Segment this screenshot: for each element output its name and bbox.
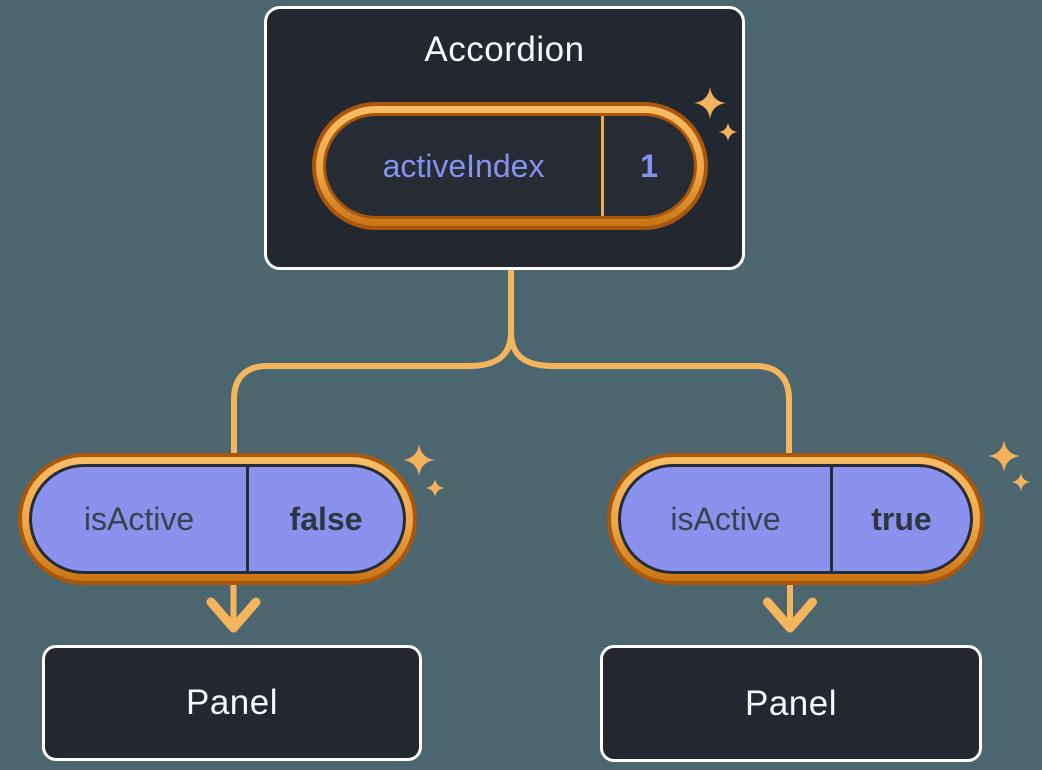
- accordion-state-pill: activeIndex 1: [312, 102, 708, 230]
- state-value-label: 1: [640, 147, 658, 184]
- sparkle-icon: [694, 87, 738, 142]
- pill-isactive-true: isActive true: [607, 453, 984, 585]
- sparkle-icon: [988, 440, 1031, 492]
- right-prop-value-label: true: [871, 500, 932, 537]
- left-prop-value-label: false: [289, 500, 363, 537]
- left-pill-capsule: isActive false: [29, 464, 406, 574]
- left-prop-name-label: isActive: [83, 500, 195, 537]
- sparkle-icon: [403, 444, 445, 498]
- panel-label: Panel: [185, 683, 279, 722]
- right-pill-capsule: isActive true: [618, 464, 973, 574]
- pill-divider: [246, 467, 249, 571]
- connector-accordion-to-left-pill: [231, 268, 514, 462]
- connector-accordion-to-right-pill: [508, 268, 792, 462]
- left-down-arrow-icon: [206, 597, 261, 633]
- pill-divider: [601, 116, 604, 216]
- panel-box-right: Panel: [600, 645, 982, 762]
- pill-isactive-false: isActive false: [18, 453, 417, 585]
- accordion-title: Accordion: [424, 30, 585, 69]
- state-name-label: activeIndex: [382, 147, 545, 184]
- right-down-arrow-icon: [763, 597, 817, 633]
- state-pill-capsule: activeIndex 1: [323, 113, 697, 219]
- panel-box-left: Panel: [42, 645, 422, 761]
- right-prop-name-label: isActive: [670, 500, 781, 537]
- panel-label: Panel: [744, 683, 838, 723]
- pill-divider: [830, 467, 833, 571]
